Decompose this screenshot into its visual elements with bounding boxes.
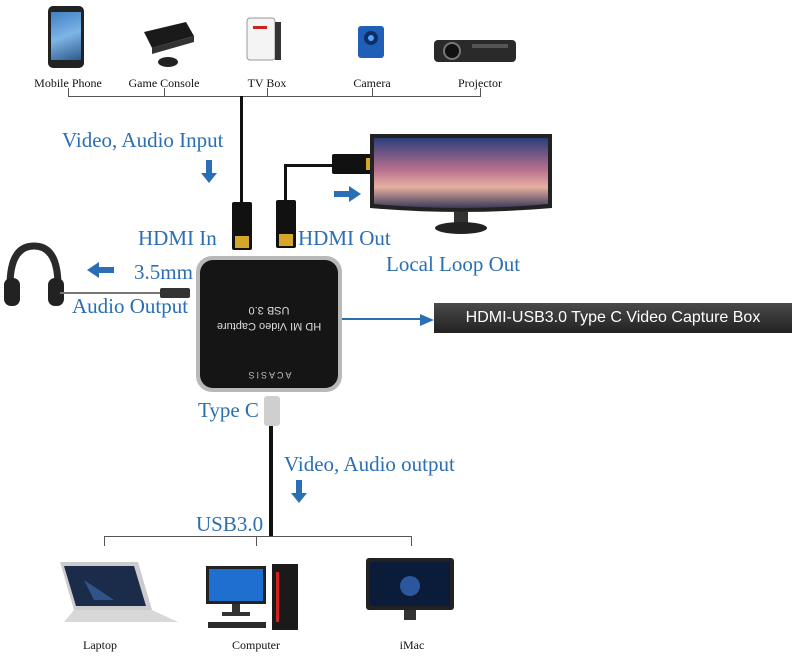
device-brand: ACASIS — [246, 370, 292, 380]
callout-line — [342, 318, 422, 320]
hdmi-out-cable-top — [284, 164, 346, 167]
audio-jack-icon — [160, 288, 190, 298]
usb-cable — [269, 426, 273, 536]
hdmi-out-cable — [284, 166, 287, 206]
monitor-icon — [366, 130, 556, 240]
projector-icon — [432, 36, 524, 66]
down-arrow-icon — [291, 480, 307, 509]
output-label-imac: iMac — [399, 638, 425, 652]
bracket-tick — [104, 536, 105, 546]
callout-arrowhead — [420, 313, 434, 331]
source-label-camera: Camera — [353, 76, 391, 90]
bracket-tick — [68, 88, 69, 96]
audio-output-label: Audio Output — [72, 294, 189, 318]
hdmi-out-connector — [276, 200, 296, 248]
bracket-tick — [372, 88, 373, 96]
type-c-label: Type C — [198, 398, 259, 422]
computer-icon — [202, 562, 302, 634]
output-label-laptop: Laptop — [83, 638, 117, 652]
video-audio-input-label: Video, Audio Input — [62, 128, 224, 152]
local-loop-out-label: Local Loop Out — [386, 252, 521, 276]
hdmi-in-cable — [240, 96, 243, 208]
product-callout: HDMI-USB3.0 Type C Video Capture Box — [434, 303, 792, 333]
bracket-tick — [411, 536, 412, 546]
hdmi-in-label: HDMI In — [138, 226, 217, 250]
mobile-phone-icon — [48, 6, 84, 68]
video-audio-output-label: Video, Audio output — [284, 452, 455, 476]
capture-box: HD MI Video Capture USB 3.0 ACASIS — [196, 256, 342, 392]
hdmi-in-connector — [232, 202, 252, 250]
tv-box-icon — [243, 14, 283, 64]
camera-icon — [356, 24, 386, 60]
game-console-icon — [138, 12, 196, 67]
source-label-game-console: Game Console — [128, 76, 200, 90]
source-label-projector: Projector — [458, 76, 502, 90]
source-label-tv-box: TV Box — [247, 76, 287, 90]
output-bracket — [104, 536, 412, 537]
usb-label: USB3.0 — [196, 512, 264, 536]
bracket-tick — [267, 88, 268, 96]
down-arrow-icon — [201, 160, 217, 189]
headphones-icon — [2, 240, 66, 310]
left-arrow-icon — [86, 262, 114, 283]
device-line1: HD MI Video Capture — [216, 320, 322, 332]
source-bracket-top — [68, 96, 481, 97]
laptop-icon — [54, 560, 184, 628]
bracket-tick — [480, 88, 481, 96]
bracket-tick — [256, 536, 257, 546]
device-line2: USB 3.0 — [248, 304, 290, 316]
mm-label: 3.5mm — [134, 260, 193, 284]
bracket-tick — [164, 88, 165, 96]
hdmi-out-label: HDMI Out — [298, 226, 391, 250]
output-label-computer: Computer — [232, 638, 280, 652]
type-c-connector — [264, 396, 280, 426]
imac-icon — [364, 556, 456, 626]
source-label-mobile-phone: Mobile Phone — [34, 76, 102, 90]
right-arrow-icon — [334, 186, 362, 207]
audio-cable — [60, 292, 190, 294]
